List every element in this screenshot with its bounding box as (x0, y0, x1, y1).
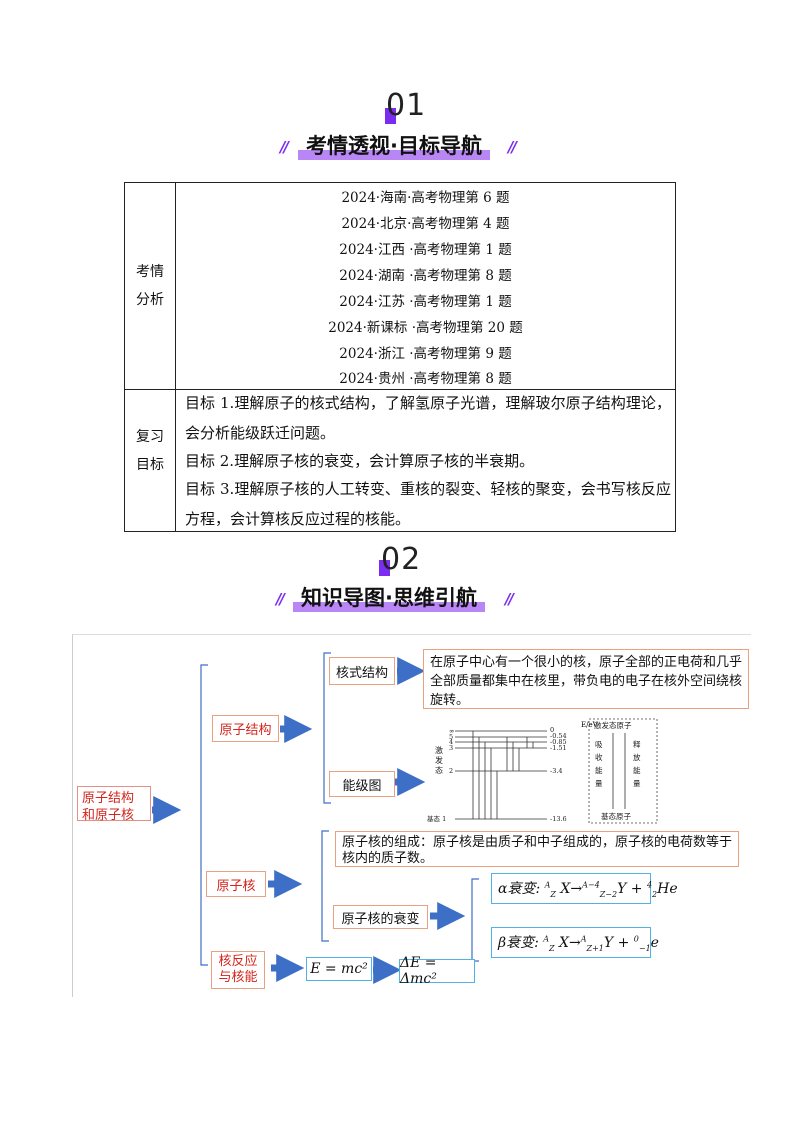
section2-right-slashes: // (505, 590, 514, 608)
energy-value: -0.54 (550, 732, 567, 740)
ground-atom-label: 基态原子 (601, 811, 631, 821)
release-label: 放 (633, 752, 641, 762)
analysis-item: 2024·北京·高考物理第 4 题 (341, 216, 510, 232)
analysis-item: 2024·江西 ·高考物理第 1 题 (339, 242, 512, 258)
energy-value: -0.85 (550, 738, 567, 746)
absorb-label: 能 (595, 765, 603, 775)
alpha-decay-equation: α衰变: AZ X→A−4Z−2Y + 42He (498, 880, 678, 899)
n-label: 4 (449, 738, 453, 746)
node-nuclear-structure: 核式结构 (329, 657, 395, 685)
energy-value: 0 (550, 726, 554, 734)
node-energy-level-diagram: 能级图 (329, 771, 395, 797)
section1-title-highlight (298, 150, 490, 160)
goal-2: 目标 2.理解原子核的衰变，会计算原子核的半衰期。 (185, 452, 535, 470)
mind-map-root: 原子结构和原子核 (77, 786, 151, 823)
analysis-item: 2024·湖南 ·高考物理第 8 题 (339, 268, 512, 284)
diagram-unit: E/eV (581, 721, 599, 729)
section2-number: 02 (381, 542, 422, 577)
knowledge-mind-map: 原子结构和原子核 原子结构 原子核 核反应 与核能 核式结构 在原子中心有一个很… (72, 634, 751, 997)
analysis-item: 2024·贵州 ·高考物理第 8 题 (339, 371, 512, 387)
section2-title: 知识导图·思维引航 (293, 582, 485, 612)
table-column-divider (175, 183, 176, 531)
n-label: 3 (449, 744, 453, 752)
n-label: 2 (449, 767, 453, 775)
node-reaction: 核反应 与核能 (211, 951, 265, 989)
absorb-label: 吸 (595, 740, 603, 749)
state-change-box (588, 718, 658, 824)
excited-label: 发 (435, 755, 443, 765)
excited-label: 激 (435, 745, 443, 755)
section1-left-slashes: // (280, 138, 289, 156)
section1-title: 考情透视·目标导航 (298, 130, 490, 160)
node-decay: 原子核的衰变 (333, 905, 428, 929)
exam-analysis-table: 考情 分析 2024·海南·高考物理第 6 题 2024·北京·高考物理第 4 … (124, 182, 676, 532)
row-label-goals: 复习 目标 (136, 429, 164, 473)
mass-defect-formula: ΔE = Δmc² (399, 955, 475, 987)
release-label: 量 (633, 779, 641, 788)
mind-map-connectors (152, 652, 479, 984)
goal-1: 目标 1.理解原子的核式结构，了解氢原子光谱，理解玻尔原子结构理论，会分析能级跃… (185, 394, 671, 442)
section1-number: 01 (386, 88, 427, 123)
release-label: 释 (633, 740, 641, 749)
goal-3: 目标 3.理解原子核的人工转变、重核的裂变、轻核的聚变，会书写核反应方程，会计算… (185, 480, 671, 528)
absorb-label: 收 (595, 752, 603, 762)
node-nucleus: 原子核 (206, 871, 266, 897)
section1-number-accent (385, 108, 396, 124)
analysis-item: 2024·江苏 ·高考物理第 1 题 (339, 294, 512, 310)
section2-number-accent (379, 560, 390, 576)
energy-value: -3.4 (550, 767, 563, 775)
row-label-analysis: 考情 分析 (136, 264, 164, 308)
ground-state-label: 基态 1 (427, 814, 446, 823)
nuclear-structure-description: 在原子中心有一个很小的核，原子全部的正电荷和几乎全部质量都集中在核里，带负电的电… (423, 649, 749, 709)
analysis-item: 2024·浙江 ·高考物理第 9 题 (339, 346, 512, 362)
beta-decay-equation: β衰变: AZ X→AZ+1Y + 0−1e (498, 934, 659, 953)
mass-energy-formula: E = mc² (306, 957, 372, 981)
energy-value: -1.51 (550, 744, 567, 752)
nucleus-description: 原子核的组成：原子核是由质子和中子组成的，原子核的电荷数等于核内的质子数。 (335, 831, 739, 867)
release-label: 能 (633, 765, 641, 775)
n-label: ∞ (449, 727, 454, 735)
analysis-item: 2024·新课标 ·高考物理第 20 题 (328, 320, 523, 336)
excited-label: 态 (435, 765, 443, 775)
section2-left-slashes: // (276, 590, 285, 608)
node-atom-structure: 原子结构 (212, 715, 279, 742)
analysis-item: 2024·海南·高考物理第 6 题 (341, 190, 510, 206)
energy-level-diagram: E/eV ∞ 5 4 3 2 0 -0.54 -0 (427, 718, 658, 824)
energy-value: -13.6 (550, 815, 567, 823)
table-row-divider (125, 389, 675, 390)
section1-right-slashes: // (508, 138, 517, 156)
n-label: 5 (449, 733, 453, 741)
beta-decay-formula: β衰变: AZ X→AZ+1Y + 0−1e (491, 927, 659, 958)
section2-title-highlight (293, 602, 485, 612)
absorb-label: 量 (595, 779, 603, 788)
excited-atom-label: 激发态原子 (594, 720, 632, 730)
alpha-decay-formula: α衰变: AZ X→A−4Z−2Y + 42He (491, 873, 678, 904)
